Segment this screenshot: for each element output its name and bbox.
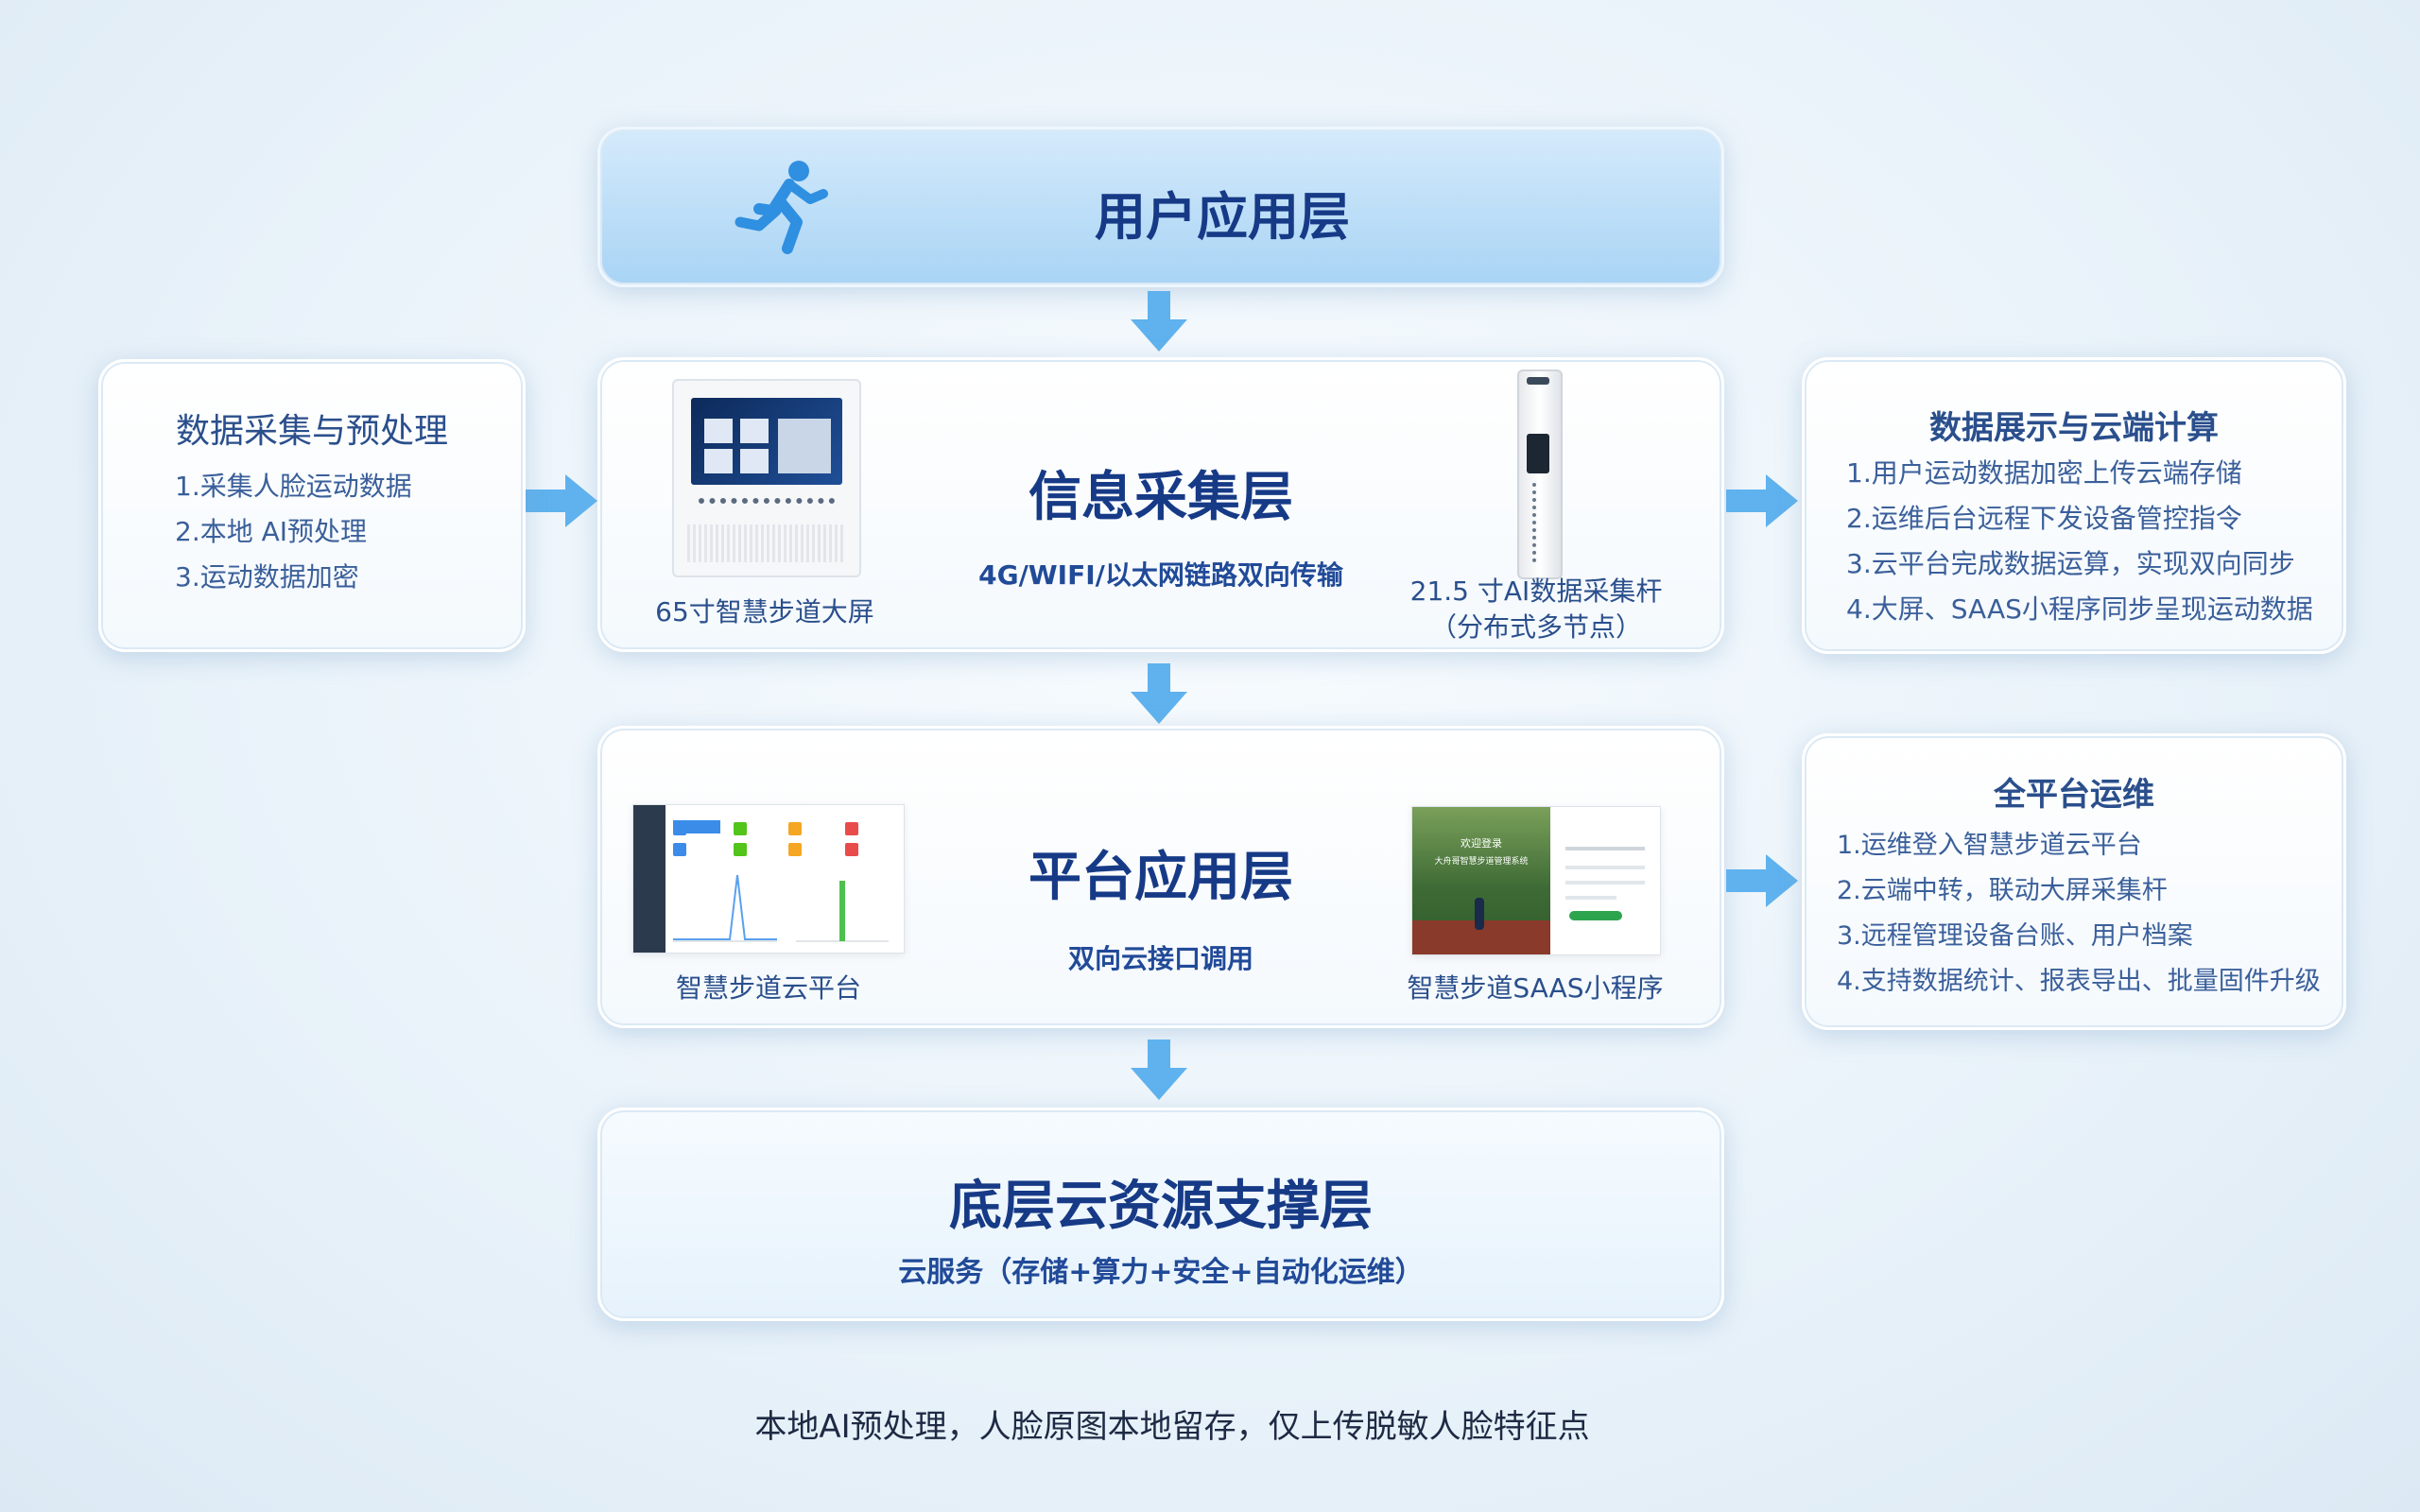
- smart-screen-device: [672, 379, 861, 577]
- collect-preprocess-card: 数据采集与预处理 1.采集人脸运动数据 2.本地 AI预处理 3.运动数据加密: [98, 359, 526, 652]
- list-item: 4.支持数据统计、报表导出、批量固件升级: [1837, 967, 2321, 996]
- smart-screen-display: [691, 398, 842, 485]
- list-item: 4.大屏、SAAS小程序同步呈现运动数据: [1846, 593, 2313, 625]
- collect-layer-card: 65寸智慧步道大屏 信息采集层 4G/WIFI/以太网链路双向传输 21.5 寸…: [597, 357, 1724, 652]
- user-layer-card: 用户应用层: [597, 127, 1724, 287]
- arrow-right-bottom: [1726, 854, 1798, 907]
- display-compute-list: 1.用户运动数据加密上传云端存储 2.运维后台远程下发设备管控指令 3.云平台完…: [1846, 451, 2313, 632]
- cloud-layer-title: 底层云资源支撑层: [949, 1176, 1373, 1237]
- platform-ops-title: 全平台运维: [1994, 776, 2154, 814]
- arrow-right-top: [1726, 474, 1798, 527]
- cloud-layer-subtitle: 云服务（存储+算力+安全+自动化运维）: [898, 1256, 1424, 1289]
- cloud-platform-caption: 智慧步道云平台: [675, 972, 861, 1004]
- saas-caption: 智慧步道SAAS小程序: [1407, 972, 1664, 1004]
- arrow-down-3: [1131, 1040, 1187, 1100]
- list-item: 2.本地 AI预处理: [175, 516, 368, 547]
- saas-login-welcome: 欢迎登录: [1461, 837, 1502, 850]
- arrow-down-1: [1131, 291, 1187, 352]
- collect-preprocess-list: 1.采集人脸运动数据 2.本地 AI预处理 3.运动数据加密: [175, 464, 412, 600]
- list-item: 3.远程管理设备台账、用户档案: [1837, 921, 2193, 951]
- runner-icon: [735, 161, 828, 254]
- platform-layer-subtitle: 双向云接口调用: [1067, 943, 1253, 974]
- list-item: 2.云端中转，联动大屏采集杆: [1837, 876, 2168, 905]
- cloud-layer-card: 底层云资源支撑层 云服务（存储+算力+安全+自动化运维）: [597, 1108, 1724, 1321]
- list-item: 3.运动数据加密: [175, 561, 359, 593]
- platform-ops-list: 1.运维登入智慧步道云平台 2.云端中转，联动大屏采集杆 3.远程管理设备台账、…: [1837, 823, 2321, 1005]
- platform-layer-title: 平台应用层: [1028, 847, 1293, 908]
- saas-login-screenshot: 欢迎登录 大舟哥智慧步道管理系统: [1411, 806, 1661, 955]
- list-item: 2.运维后台远程下发设备管控指令: [1846, 503, 2242, 534]
- list-item: 3.云平台完成数据运算，实现双向同步: [1846, 548, 2295, 579]
- list-item: 1.运维登入智慧步道云平台: [1837, 831, 2142, 860]
- arrow-right-left: [526, 474, 597, 527]
- list-item: 1.采集人脸运动数据: [175, 471, 412, 502]
- platform-layer-card: 智慧步道云平台 平台应用层 双向云接口调用 欢迎登录 大舟哥智慧步道管理系统 智…: [597, 726, 1724, 1028]
- smart-screen-caption: 65寸智慧步道大屏: [655, 596, 874, 627]
- cloud-platform-dashboard: [632, 804, 905, 954]
- ai-pole-caption: 21.5 寸AI数据采集杆 （分布式多节点）: [1409, 576, 1663, 643]
- saas-login-system: 大舟哥智慧步道管理系统: [1434, 857, 1529, 867]
- collect-layer-title: 信息采集层: [1028, 467, 1293, 528]
- ai-collection-pole: [1517, 369, 1563, 579]
- display-compute-card: 数据展示与云端计算 1.用户运动数据加密上传云端存储 2.运维后台远程下发设备管…: [1802, 357, 2346, 654]
- footer-note: 本地AI预处理，人脸原图本地留存，仅上传脱敏人脸特征点: [754, 1408, 1590, 1446]
- display-compute-title: 数据展示与云端计算: [1929, 409, 2219, 447]
- list-item: 1.用户运动数据加密上传云端存储: [1846, 457, 2242, 489]
- user-layer-title: 用户应用层: [1095, 187, 1350, 247]
- arrow-down-2: [1131, 663, 1187, 724]
- collect-preprocess-title: 数据采集与预处理: [175, 412, 448, 451]
- platform-ops-card: 全平台运维 1.运维登入智慧步道云平台 2.云端中转，联动大屏采集杆 3.远程管…: [1802, 733, 2346, 1030]
- collect-layer-subtitle: 4G/WIFI/以太网链路双向传输: [978, 559, 1343, 591]
